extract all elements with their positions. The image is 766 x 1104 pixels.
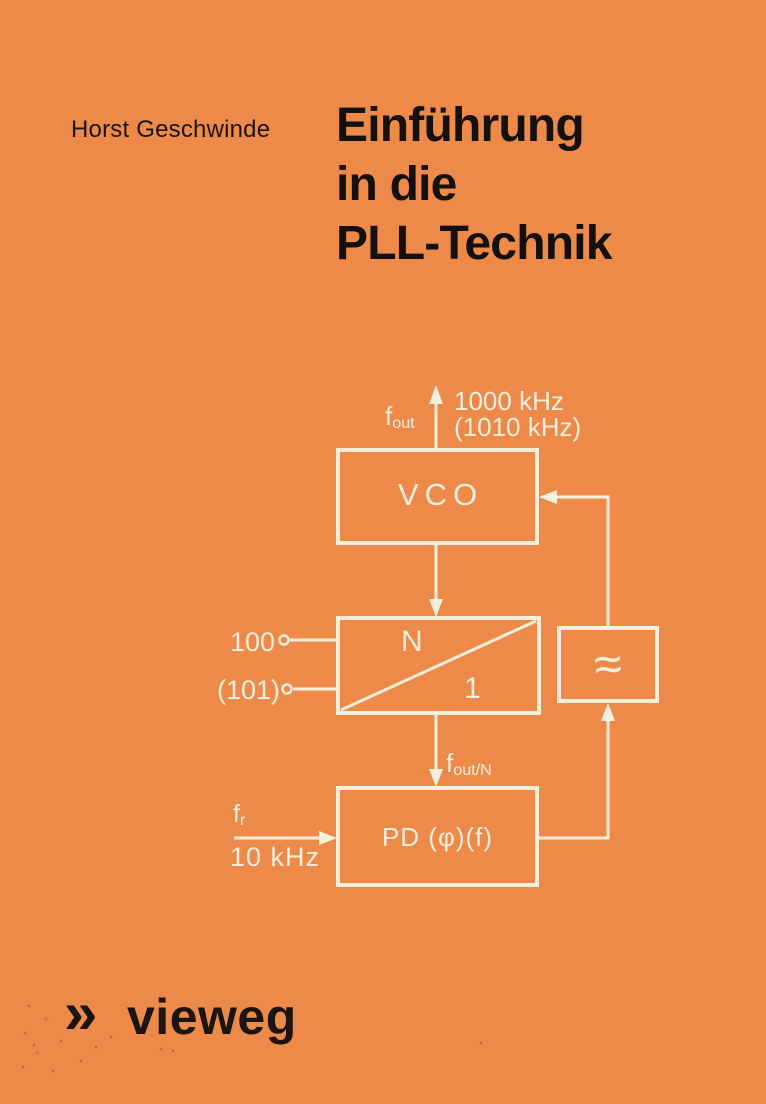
wire-pd-to-filter [537, 720, 610, 840]
vco-label: VCO [397, 477, 484, 512]
print-noise-speckles [0, 0, 2, 2]
output-signal-label: fout [385, 401, 415, 432]
wire-filter-to-vco [556, 495, 610, 628]
loop-filter-approx-icon: ≈ [591, 634, 625, 694]
divider-input-100-label: 100 [229, 627, 275, 657]
arrowhead-up-output [429, 385, 443, 404]
publisher-logo: vieweg [127, 989, 297, 1045]
output-frequency-line1: 1000 kHz [454, 386, 564, 416]
divider-numerator-label: N [401, 625, 423, 658]
divider-diagonal [340, 619, 537, 712]
divider-box [336, 616, 541, 715]
title-line-1: Einführung [336, 99, 585, 152]
author-name: Horst Geschwinde [71, 116, 271, 143]
reference-signal-label: fr [233, 800, 246, 829]
phase-detector-label: PD (φ)(f) [381, 822, 494, 852]
terminal-circle-100 [278, 634, 290, 646]
title-line-2: in die [336, 158, 457, 211]
output-frequency-line2: (1010 kHz) [454, 412, 582, 442]
publisher-chevrons-icon: » [64, 979, 98, 1046]
divider-input-101-label: (101) [216, 675, 280, 705]
reference-frequency-label: 10 kHz [230, 842, 321, 872]
arrowhead-right-pd [319, 831, 337, 845]
terminal-circle-101 [281, 683, 293, 695]
arrowhead-down-divider [429, 599, 443, 617]
arrowhead-up-filter [601, 703, 615, 721]
divider-denominator-label: 1 [464, 672, 481, 705]
output-frequency-label: 1000 kHz (1010 kHz) [454, 388, 581, 440]
arrowhead-left-vco [539, 490, 557, 504]
divided-signal-label: fout/N [446, 748, 492, 779]
book-title: Einführung in die PLL-Technik [336, 96, 612, 273]
arrowhead-down-pd [429, 769, 443, 787]
title-line-3: PLL-Technik [336, 217, 612, 270]
